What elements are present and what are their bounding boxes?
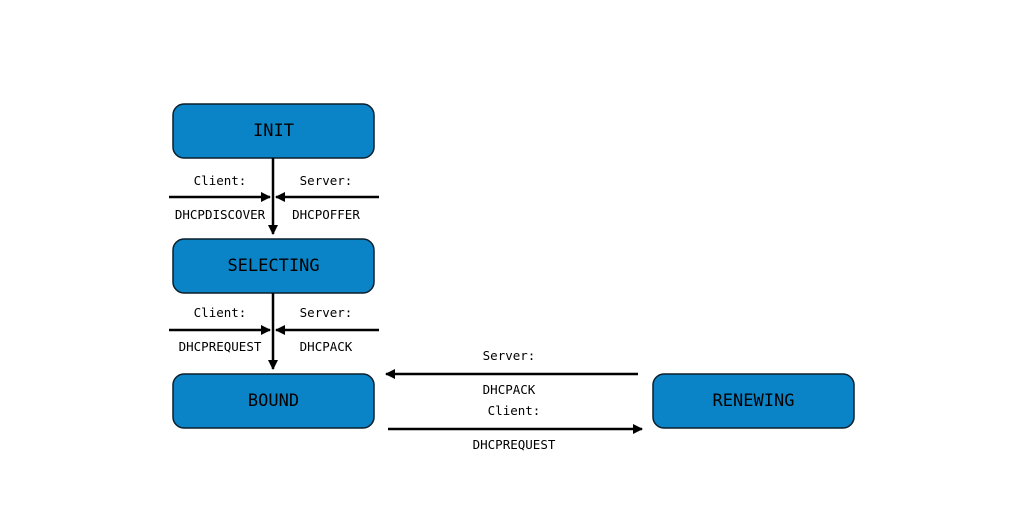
- transition-bound-to-renewing: Client: DHCPREQUEST: [388, 403, 643, 452]
- state-renewing-label: RENEWING: [713, 391, 795, 411]
- server-message-label: DHCPACK: [483, 382, 536, 397]
- state-init: INIT: [172, 103, 375, 159]
- state-init-label: INIT: [253, 121, 294, 141]
- transition-renewing-to-bound: Server: DHCPACK: [385, 348, 638, 397]
- client-message-label: DHCPREQUEST: [473, 437, 556, 452]
- server-role-label: Server:: [300, 173, 353, 188]
- state-bound-label: BOUND: [248, 391, 299, 411]
- client-role-label: Client:: [194, 305, 247, 320]
- server-role-label: Server:: [300, 305, 353, 320]
- state-selecting: SELECTING: [172, 238, 375, 294]
- client-message-label: DHCPDISCOVER: [175, 207, 266, 222]
- server-message-label: DHCPOFFER: [292, 207, 360, 222]
- state-bound: BOUND: [172, 373, 375, 429]
- server-role-label: Server:: [483, 348, 536, 363]
- server-message-label: DHCPACK: [300, 339, 353, 354]
- client-message-label: DHCPREQUEST: [179, 339, 262, 354]
- client-role-label: Client:: [194, 173, 247, 188]
- transition-init-to-selecting: Client: DHCPDISCOVER Server: DHCPOFFER: [169, 158, 379, 235]
- state-renewing: RENEWING: [652, 373, 855, 429]
- client-role-label: Client:: [488, 403, 541, 418]
- state-selecting-label: SELECTING: [227, 256, 319, 276]
- transition-selecting-to-bound: Client: DHCPREQUEST Server: DHCPACK: [169, 293, 379, 370]
